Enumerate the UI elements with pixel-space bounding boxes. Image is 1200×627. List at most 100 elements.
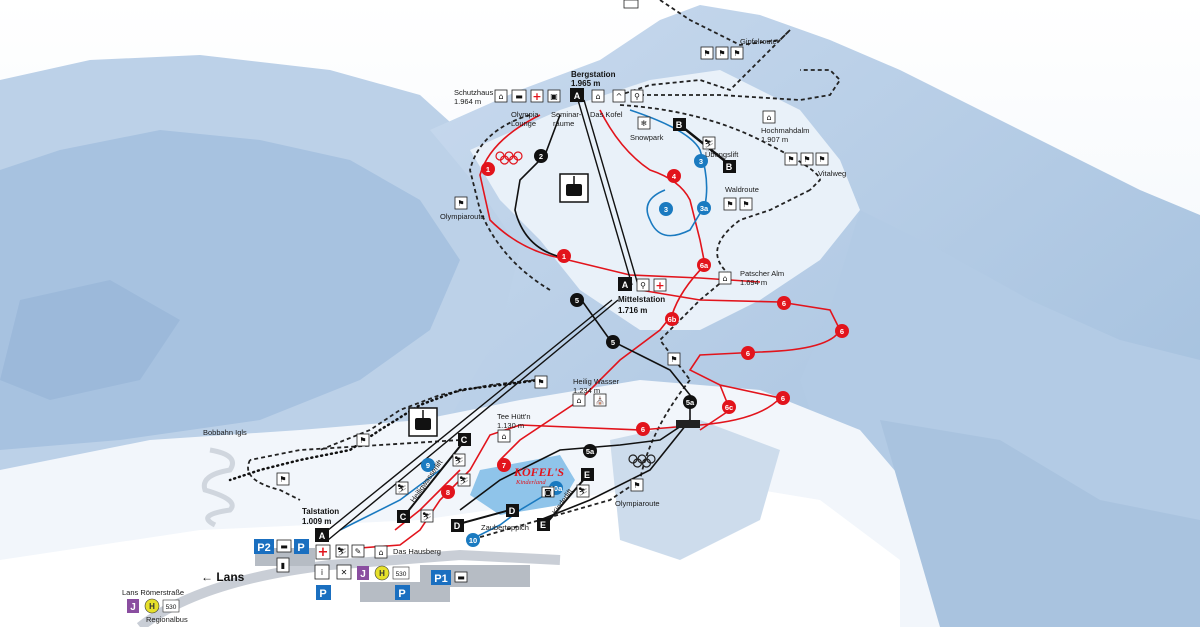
lift-label: B xyxy=(676,120,683,130)
bus-stop-label: Regionalbus xyxy=(146,615,188,624)
parking-badges: P2 P P P P1 J H 530 J H 530 xyxy=(127,539,451,614)
ski-tour-icon: ⚑ xyxy=(818,155,825,164)
run-label: 1 xyxy=(486,165,490,174)
skier-icon: ⛷ xyxy=(459,476,469,485)
hut-altitude: 1.964 m xyxy=(454,97,481,106)
direction-label: ← Lans xyxy=(201,570,245,584)
station-name: Talstation xyxy=(302,507,339,516)
hut-name: Tee Hütt'n xyxy=(497,412,531,421)
run-label: 6a xyxy=(700,261,709,270)
hut-altitude: 1.130 m xyxy=(497,421,524,430)
lift-label: C xyxy=(400,512,407,522)
info-icon: i xyxy=(321,568,323,577)
first-aid-icon: + xyxy=(655,279,664,292)
lift-label: A xyxy=(574,91,581,101)
run-label: 5 xyxy=(575,296,579,305)
church-icon: ⛪ xyxy=(595,395,605,405)
hiker-icon: ⚑ xyxy=(703,49,710,58)
venue-label: Das Kofel xyxy=(590,110,623,119)
hut-name: Patscher Alm xyxy=(740,269,784,278)
venue-label: Das Hausberg xyxy=(393,547,441,556)
bus-stop-label: Lans Römerstraße xyxy=(122,588,184,597)
run-label: 4 xyxy=(672,172,677,181)
hut-name: Hochmahdalm xyxy=(761,126,809,135)
run-label: 8 xyxy=(446,488,450,497)
dotted-route xyxy=(228,378,542,482)
hiker-icon: ⚑ xyxy=(457,199,464,208)
lift-label: E xyxy=(584,470,590,480)
rental-icon: ✎ xyxy=(355,547,362,556)
house-icon: ⌂ xyxy=(595,92,600,101)
sofa-icon: ▬ xyxy=(515,92,523,101)
run-label: 3 xyxy=(664,205,668,214)
hiker-icon: ⚑ xyxy=(726,200,733,209)
rental-icon: ✕ xyxy=(341,568,348,577)
lift-label: B xyxy=(726,162,733,172)
run-label: 6 xyxy=(781,394,785,403)
hut-altitude: 1.907 m xyxy=(761,135,788,144)
p1-label: P1 xyxy=(434,573,447,585)
route-label: Olympiaroute xyxy=(615,499,660,508)
run-label: 3 xyxy=(699,157,703,166)
run-label: 6 xyxy=(782,299,786,308)
h-label: H xyxy=(379,569,385,578)
house-icon: ⌂ xyxy=(576,396,581,405)
run-label: 6b xyxy=(668,315,677,324)
run-label: 10a xyxy=(550,484,563,493)
forest-patch xyxy=(880,420,1200,627)
run-label: 3a xyxy=(700,204,709,213)
snowshoe-icon: ⚑ xyxy=(803,155,810,164)
station-name: Mittelstation xyxy=(618,295,665,304)
skier-icon: ⛷ xyxy=(397,484,407,493)
bus-label: 530 xyxy=(396,571,407,578)
hut-altitude: 1.234 m xyxy=(573,386,600,395)
skier-icon: ⛷ xyxy=(454,456,464,465)
hiker-icon: ⚑ xyxy=(359,436,366,445)
camera-icon: ◙ xyxy=(544,488,552,497)
kinderland-logo: KOFEL'S xyxy=(513,465,564,479)
kinderland-area xyxy=(470,455,575,515)
first-aid-icon: + xyxy=(532,90,541,103)
snowshoe-icon: ⚑ xyxy=(742,200,749,209)
lift-label: A xyxy=(622,280,629,290)
venue-label: Seminar- xyxy=(551,110,582,119)
lift-icon: ⚲ xyxy=(640,281,646,290)
station-altitude: 1.965 m xyxy=(571,79,600,88)
seminar-icon: ▣ xyxy=(550,92,558,101)
area-label: Bobbahn Igls xyxy=(203,428,247,437)
lift-label: D xyxy=(454,521,461,531)
lift-label: C xyxy=(461,435,468,445)
route-label: Gipfelroute xyxy=(740,37,777,46)
p-label: P xyxy=(319,588,326,600)
route-label: Vitalweg xyxy=(818,169,846,178)
run-label: 2 xyxy=(539,152,543,161)
area-label: Snowpark xyxy=(630,133,664,142)
hut-name: Schutzhaus xyxy=(454,88,493,97)
hut-altitude: 1.694 m xyxy=(740,278,767,287)
olympic-rings-icon xyxy=(628,454,656,468)
run-label: 10 xyxy=(469,536,477,545)
hiker-icon: ⚑ xyxy=(633,481,640,490)
red-runs xyxy=(359,109,841,549)
bobbahn-track xyxy=(201,447,235,528)
station-name: Bergstation xyxy=(571,70,616,79)
run-label: 7 xyxy=(502,461,506,470)
run-markers: 1 1 2 3 3 3a 4 5 5 5a 5a 6a 6b 6c 6 6 6 … xyxy=(421,149,849,547)
house-icon: ⌂ xyxy=(378,548,383,557)
mountain-main-light xyxy=(470,70,860,330)
snowflake-icon: ❄ xyxy=(641,119,648,128)
kinderland-logo: Kinderland xyxy=(515,479,546,486)
run-label: 6c xyxy=(725,403,733,412)
j-label: J xyxy=(130,602,136,613)
run-label: 6 xyxy=(641,425,645,434)
house-icon: ⌂ xyxy=(501,432,506,441)
hiker-icon: ⚑ xyxy=(279,475,286,484)
lift-label: A xyxy=(319,531,326,541)
car-icon: ▬ xyxy=(457,573,465,582)
skier-icon: ⛷ xyxy=(422,512,432,521)
hiker-icon: ⚑ xyxy=(787,155,794,164)
lift-label: E xyxy=(540,520,546,530)
lift-lines xyxy=(321,99,731,541)
snowshoe-icon: ⚑ xyxy=(718,49,725,58)
